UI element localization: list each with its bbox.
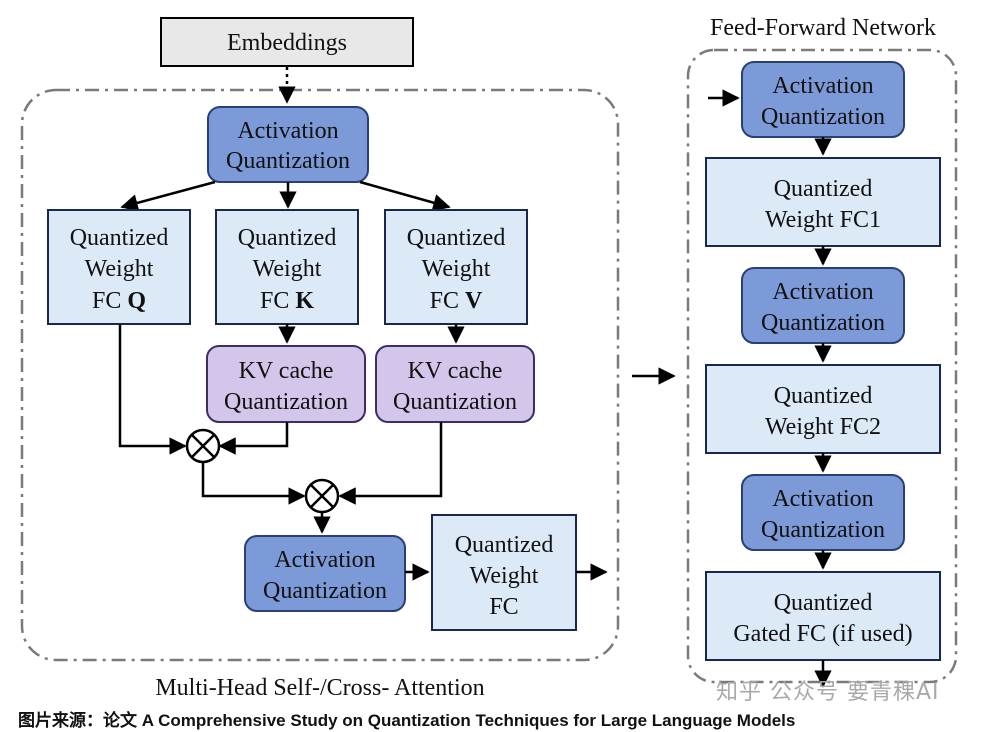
kv-cache-k-line2: Quantization — [224, 389, 348, 415]
fc-q-line1: Quantized — [70, 225, 169, 251]
ffn-fc2-line1: Quantized — [774, 383, 873, 409]
path-mult1-to-mult2 — [201, 462, 306, 505]
ffn-activation-2-line1: Activation — [772, 279, 873, 305]
ffn-gated-line1: Quantized — [774, 590, 873, 616]
embeddings-box: Embeddings — [160, 17, 414, 67]
kv-cache-k-box: KV cache Quantization — [206, 345, 366, 423]
fc-q-box: Quantized Weight FC Q — [47, 209, 191, 325]
fc-k-line3: FC K — [260, 288, 314, 314]
kv-cache-v-line1: KV cache — [408, 358, 503, 384]
embeddings-label: Embeddings — [227, 30, 347, 56]
fc-v-line3: FC V — [430, 288, 483, 314]
activation-bottom-line1: Activation — [274, 547, 375, 573]
ffn-gated-fc-box: Quantized Gated FC (if used) — [705, 571, 941, 661]
activation-quantization-top: Activation Quantization — [207, 106, 369, 183]
attention-title: Multi-Head Self-/Cross- Attention — [155, 675, 484, 701]
activation-top-line2: Quantization — [226, 148, 350, 174]
kv-cache-k-line1: KV cache — [239, 358, 334, 384]
fc-out-box: Quantized Weight FC — [431, 514, 577, 631]
ffn-title: Feed-Forward Network — [710, 15, 936, 41]
kv-cache-v-box: KV cache Quantization — [375, 345, 535, 423]
fc-q-line2: Weight — [85, 256, 154, 282]
ffn-container — [686, 48, 958, 684]
ffn-fc1-line2: Weight FC1 — [765, 207, 881, 233]
activation-top-line1: Activation — [237, 118, 338, 144]
fc-k-box: Quantized Weight FC K — [215, 209, 359, 325]
kv-cache-v-line2: Quantization — [393, 389, 517, 415]
fc-v-line1: Quantized — [407, 225, 506, 251]
ffn-activation-3: Activation Quantization — [741, 474, 905, 551]
figure-caption: 图片来源：论文 A Comprehensive Study on Quantiz… — [18, 711, 796, 730]
fc-v-line2: Weight — [422, 256, 491, 282]
fc-out-line3: FC — [489, 594, 518, 620]
ffn-activation-2-line2: Quantization — [761, 310, 885, 336]
multiply-icon-2 — [304, 478, 340, 514]
watermark: 知乎 公众号 要青稞AI — [716, 680, 940, 705]
multiply-icon-1 — [185, 428, 221, 464]
ffn-activation-1-line1: Activation — [772, 73, 873, 99]
arrow-to-fc-q — [120, 180, 216, 212]
ffn-fc2-line2: Weight FC2 — [765, 414, 881, 440]
fc-v-box: Quantized Weight FC V — [384, 209, 528, 325]
ffn-activation-3-line1: Activation — [772, 486, 873, 512]
fc-k-line2: Weight — [253, 256, 322, 282]
path-k-to-mult1 — [218, 422, 289, 455]
ffn-fc1-line1: Quantized — [774, 176, 873, 202]
ffn-gated-line2: Gated FC (if used) — [733, 621, 912, 647]
attention-container — [20, 88, 620, 662]
fc-q-line3: FC Q — [92, 288, 146, 314]
fc-k-line1: Quantized — [238, 225, 337, 251]
ffn-activation-1: Activation Quantization — [741, 61, 905, 138]
activation-bottom-line2: Quantization — [263, 578, 387, 604]
ffn-activation-3-line2: Quantization — [761, 517, 885, 543]
ffn-activation-2: Activation Quantization — [741, 267, 905, 344]
activation-quantization-bottom: Activation Quantization — [244, 535, 406, 612]
fc-out-line1: Quantized — [455, 532, 554, 558]
ffn-fc1-box: Quantized Weight FC1 — [705, 157, 941, 247]
ffn-activation-1-line2: Quantization — [761, 104, 885, 130]
arrow-to-fc-v — [359, 180, 451, 212]
ffn-fc2-box: Quantized Weight FC2 — [705, 364, 941, 454]
path-v-to-mult2 — [338, 422, 443, 505]
fc-out-line2: Weight — [470, 563, 539, 589]
path-q-to-mult1 — [118, 324, 187, 455]
